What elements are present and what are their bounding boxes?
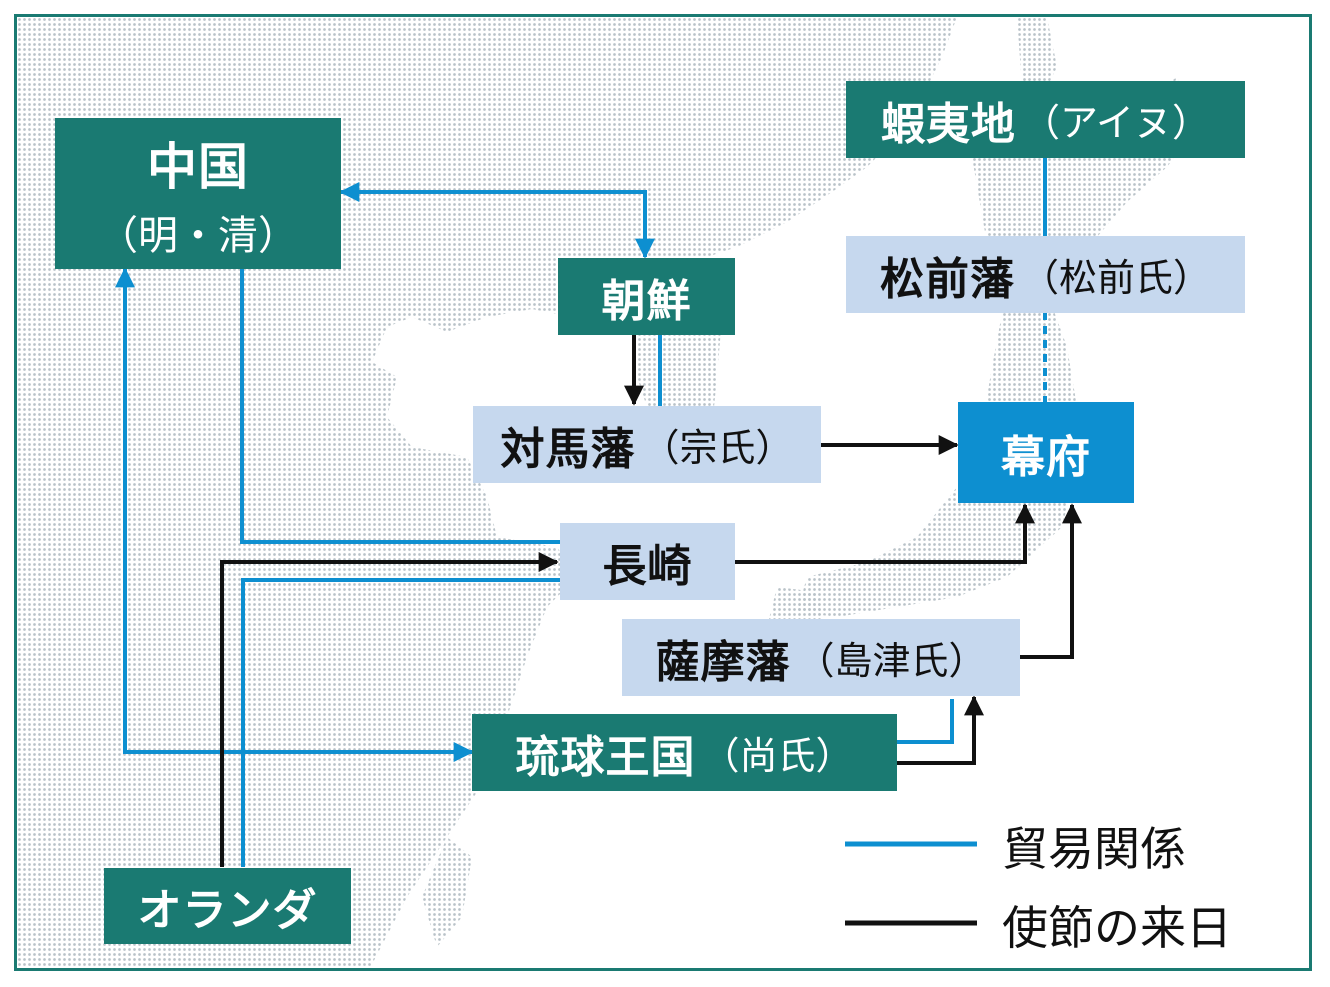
- node-satsuma-name: 薩摩藩: [655, 636, 791, 688]
- trade-line-china-korea: [339, 182, 655, 259]
- node-china-sub: （明・清）: [98, 212, 298, 259]
- honshu-shape: [797, 287, 1077, 617]
- node-ryukyu-sub: （尚氏）: [701, 734, 854, 778]
- node-ezo: 蝦夷地 （アイヌ）: [846, 81, 1245, 158]
- node-matsumae-name: 松前藩: [879, 253, 1015, 305]
- trade-line-china-ryukyu: [115, 267, 474, 762]
- node-bakufu: 幕府: [958, 402, 1134, 503]
- node-china: 中国 （明・清）: [55, 118, 341, 269]
- node-holland-name: オランダ: [137, 885, 318, 936]
- taiwan-shape: [422, 837, 472, 947]
- node-matsumae: 松前藩 （松前氏）: [846, 236, 1245, 313]
- node-korea: 朝鮮: [558, 258, 735, 335]
- envoy-line-satsuma-bakufu: [1020, 503, 1082, 659]
- envoy-line-holland-nagasaki: [220, 552, 559, 867]
- diagram-frame: 中国 （明・清） 朝鮮 対馬藩 （宗氏） 長崎 薩摩藩 （島津氏） 琉球王国 （…: [14, 14, 1312, 971]
- node-nagasaki: 長崎: [560, 523, 735, 600]
- node-holland: オランダ: [104, 868, 351, 944]
- connection-lines: [115, 158, 1082, 926]
- legend-trade-label: 貿易関係: [1002, 822, 1186, 876]
- node-tsushima-name: 対馬藩: [500, 423, 636, 475]
- trade-line-ryukyu-satsuma: [897, 699, 954, 744]
- node-ryukyu: 琉球王国 （尚氏）: [472, 714, 897, 791]
- node-nagasaki-name: 長崎: [602, 540, 693, 592]
- node-bakufu-name: 幕府: [1001, 431, 1091, 483]
- envoy-line-ryukyu-satsuma: [897, 695, 984, 765]
- trade-line-holland-nagasaki: [241, 578, 560, 867]
- node-tsushima-sub: （宗氏）: [641, 426, 794, 470]
- envoy-line-nagasaki-bakufu: [735, 503, 1035, 564]
- node-satsuma-sub: （島津氏）: [796, 639, 987, 683]
- node-satsuma: 薩摩藩 （島津氏）: [622, 619, 1020, 696]
- node-ezo-name: 蝦夷地: [880, 98, 1016, 150]
- node-ezo-sub: （アイヌ）: [1021, 101, 1211, 145]
- legend-envoys-label: 使節の来日: [1002, 901, 1232, 955]
- node-tsushima: 対馬藩 （宗氏）: [473, 406, 821, 483]
- node-matsumae-sub: （松前氏）: [1020, 256, 1211, 300]
- node-korea-name: 朝鮮: [601, 275, 692, 327]
- node-china-name: 中国: [147, 137, 249, 196]
- node-ryukyu-name: 琉球王国: [515, 731, 696, 783]
